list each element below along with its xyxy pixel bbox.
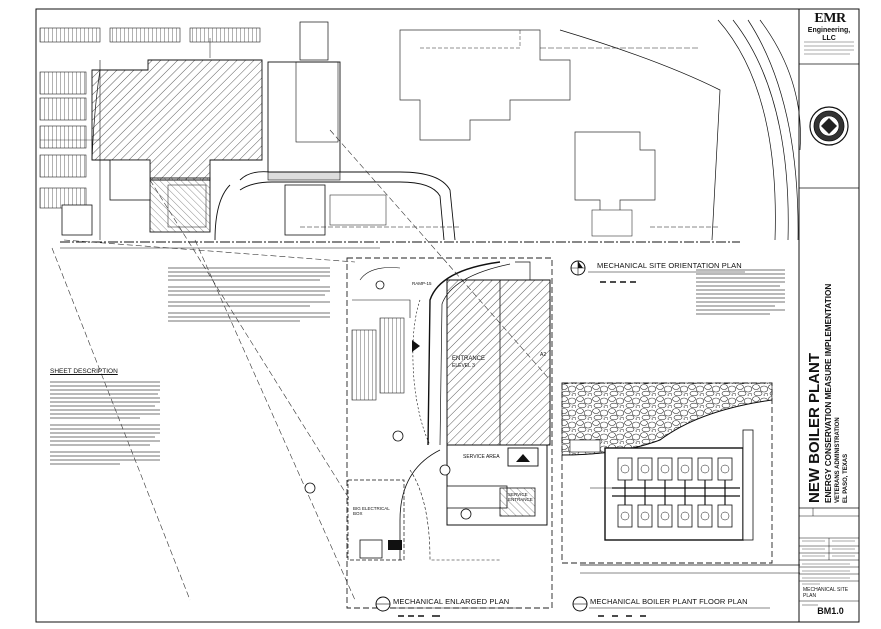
- firm-logo: EMR: [814, 11, 846, 26]
- enlarged-plan-title: MECHANICAL ENLARGED PLAN: [393, 597, 510, 606]
- electrical-box-label: BIG ELECTRICAL BOX: [353, 506, 390, 516]
- elevel-label: ELEVEL 3: [452, 363, 475, 369]
- boiler-plan-symbol-icon: [572, 596, 588, 612]
- project-title: NEW BOILER PLANT: [806, 353, 823, 503]
- service-area-label: SERVICE AREA: [463, 454, 500, 460]
- va-seal-icon: [809, 106, 849, 146]
- ramp-label: RAMP-15: [412, 281, 432, 286]
- sheet-description-heading: SHEET DESCRIPTION: [50, 368, 118, 375]
- sheet-number: BM1.0: [817, 606, 844, 616]
- orientation-plan-symbol-icon: [570, 260, 586, 276]
- agency-name: VETERANS ADMINISTRATION: [835, 417, 841, 503]
- grid-label: A2: [540, 352, 547, 358]
- service-entrance-label: SERVICE ENTRANCE: [508, 492, 533, 502]
- project-location: EL PASO, TEXAS: [843, 453, 849, 503]
- site-orientation-plan-title: MECHANICAL SITE ORIENTATION PLAN: [597, 261, 742, 270]
- boiler-floor-plan-title: MECHANICAL BOILER PLANT FLOOR PLAN: [590, 597, 748, 606]
- enlarged-plan-symbol-icon: [375, 596, 391, 612]
- sheet-title: MECHANICAL SITE PLAN: [803, 587, 849, 599]
- project-subtitle: ENERGY CONSERVATION MEASURE IMPLEMENTATI…: [824, 283, 833, 503]
- entrance-label: ENTRANCE: [452, 356, 486, 362]
- firm-name: Engineering, LLC: [807, 27, 851, 42]
